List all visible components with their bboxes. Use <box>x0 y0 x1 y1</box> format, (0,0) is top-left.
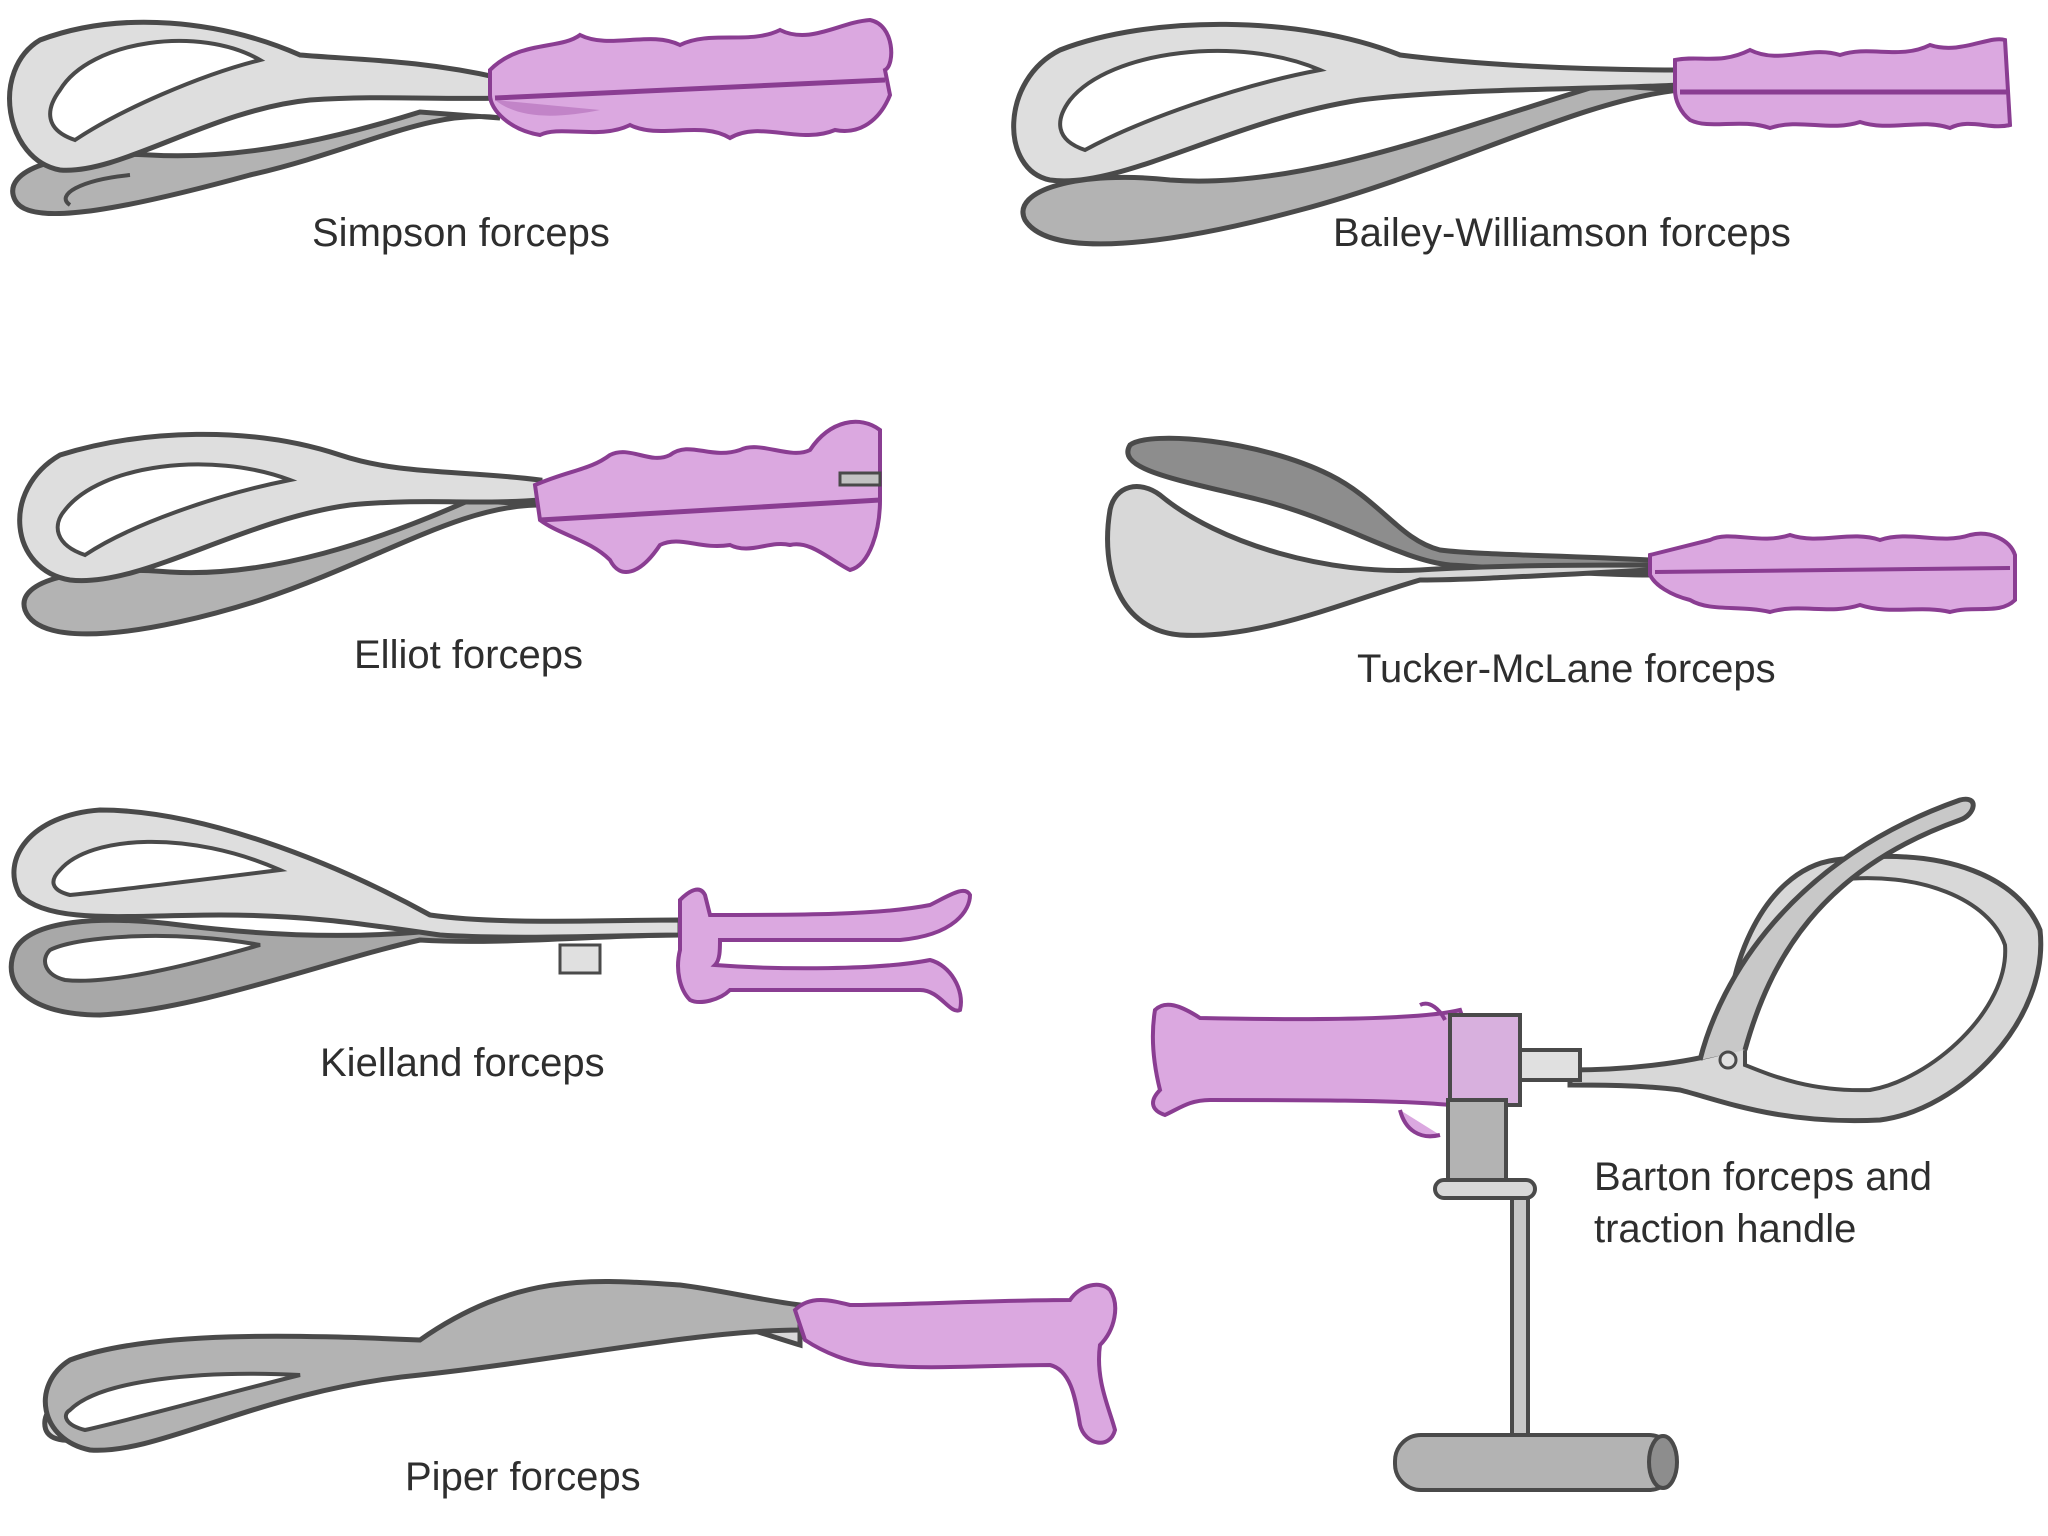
traction-handle-upper-post <box>1446 1098 1508 1182</box>
tucker-mclane-label: Tucker-McLane forceps <box>1357 647 1776 691</box>
piper-forceps <box>42 1278 1118 1453</box>
simpson-handle <box>488 17 894 141</box>
piper-handle <box>792 1282 1118 1445</box>
elliot-handle <box>532 419 882 574</box>
simpson-label: Simpson forceps <box>312 211 610 255</box>
kielland-handle <box>676 887 973 1013</box>
piper-label: Piper forceps <box>405 1455 641 1499</box>
elliot-label: Elliot forceps <box>354 633 583 677</box>
barton-label-line2: traction handle <box>1594 1207 1856 1251</box>
barton-label-line1: Barton forceps and <box>1594 1155 1932 1199</box>
barton-forceps <box>1150 796 2044 1492</box>
tucker-handle <box>1648 531 2017 615</box>
barton-clamp <box>1448 1013 1522 1107</box>
bailey-williamson-label: Bailey-Williamson forceps <box>1333 211 1791 255</box>
bailey-williamson-forceps <box>1011 21 2013 247</box>
tucker-mclane-forceps <box>1105 435 2017 638</box>
tucker-lower-blade <box>1105 484 1653 638</box>
barton-handle <box>1150 1002 1476 1118</box>
kielland-forceps <box>8 807 973 1018</box>
elliot-lower-blade <box>21 497 541 637</box>
simpson-forceps <box>7 17 894 216</box>
bailey-lower-blade <box>1020 82 1681 247</box>
simpson-lower-blade <box>10 109 501 216</box>
bailey-handle <box>1673 37 2013 131</box>
piper-upper-blade <box>42 1278 803 1453</box>
traction-handle-shaft <box>1510 1196 1530 1450</box>
kielland-label: Kielland forceps <box>320 1041 605 1085</box>
elliot-forceps <box>17 419 882 637</box>
traction-handle-grip <box>1393 1433 1677 1492</box>
